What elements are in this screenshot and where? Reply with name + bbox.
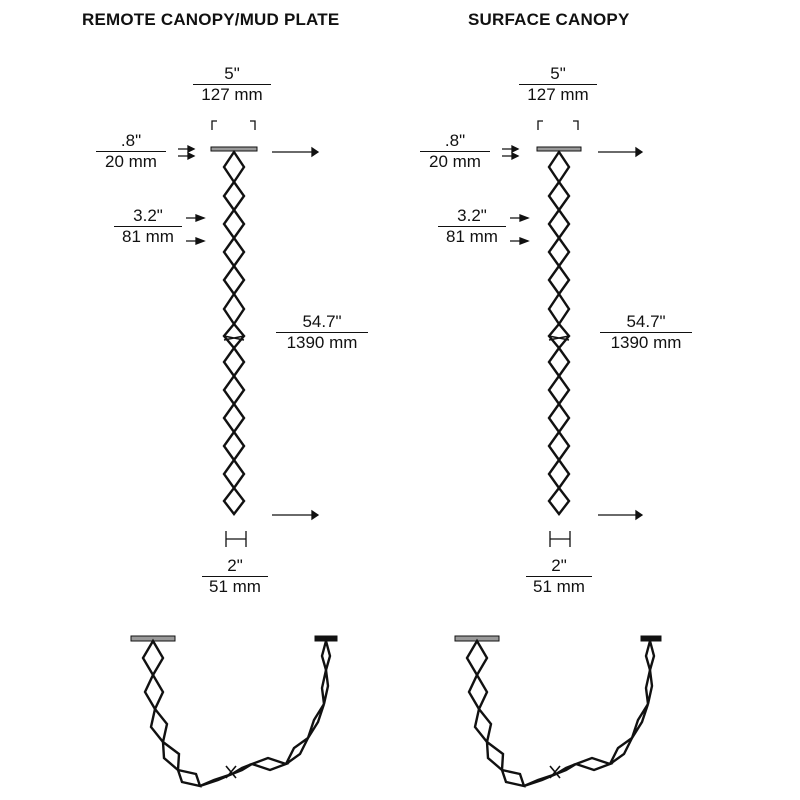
dimension-inches: .8" [420, 131, 490, 152]
dimension-inches: 54.7" [600, 312, 692, 333]
link-length-dimension: 3.2" 81 mm [438, 206, 506, 247]
dimension-mm: 1390 mm [610, 333, 682, 352]
dimension-mm: 81 mm [122, 227, 174, 246]
swag-chain [130, 635, 338, 788]
dimension-mm: 81 mm [446, 227, 498, 246]
panel-surface-canopy: SURFACE CANOPY 5" 127 mm .8" 20 mm 3.2" … [324, 0, 724, 800]
panel-remote-canopy: REMOTE CANOPY/MUD PLATE 5" 127 mm .8" 20… [82, 10, 368, 788]
panel-title: SURFACE CANOPY [468, 10, 630, 29]
dimension-mm: 20 mm [429, 152, 481, 171]
dimension-mm: 51 mm [533, 577, 585, 596]
chain-pendant-drawing [130, 120, 338, 788]
dimension-inches: 2" [526, 556, 592, 577]
dimension-inches: .8" [96, 131, 166, 152]
link-length-dimension: 3.2" 81 mm [114, 206, 182, 247]
swag-chain [454, 635, 662, 788]
link-width-dimension: 2" 51 mm [202, 556, 268, 597]
chain [547, 149, 571, 516]
canopy-height-dimension: .8" 20 mm [420, 131, 490, 172]
canopy-width-dimension: 5" 127 mm [193, 64, 271, 105]
dimension-inches: 54.7" [276, 312, 368, 333]
canopy-height-dimension: .8" 20 mm [96, 131, 166, 172]
dimension-markers [178, 120, 320, 547]
dimension-inches: 3.2" [438, 206, 506, 227]
dimension-mm: 51 mm [209, 577, 261, 596]
dimension-mm: 127 mm [201, 85, 263, 104]
dimension-markers [502, 120, 644, 547]
overall-length-dimension: 54.7" 1390 mm [600, 312, 692, 353]
dimension-mm: 127 mm [527, 85, 589, 104]
chain [222, 149, 246, 516]
dimension-inches: 2" [202, 556, 268, 577]
chain-pendant-drawing [454, 120, 662, 788]
link-width-dimension: 2" 51 mm [526, 556, 592, 597]
panel-title: REMOTE CANOPY/MUD PLATE [82, 10, 340, 29]
dimension-inches: 3.2" [114, 206, 182, 227]
dimension-inches: 5" [193, 64, 271, 85]
dimension-mm: 20 mm [105, 152, 157, 171]
dimension-inches: 5" [519, 64, 597, 85]
overall-length-dimension: 54.7" 1390 mm [276, 312, 368, 353]
canopy-width-dimension: 5" 127 mm [519, 64, 597, 105]
dimension-mm: 1390 mm [286, 333, 358, 352]
